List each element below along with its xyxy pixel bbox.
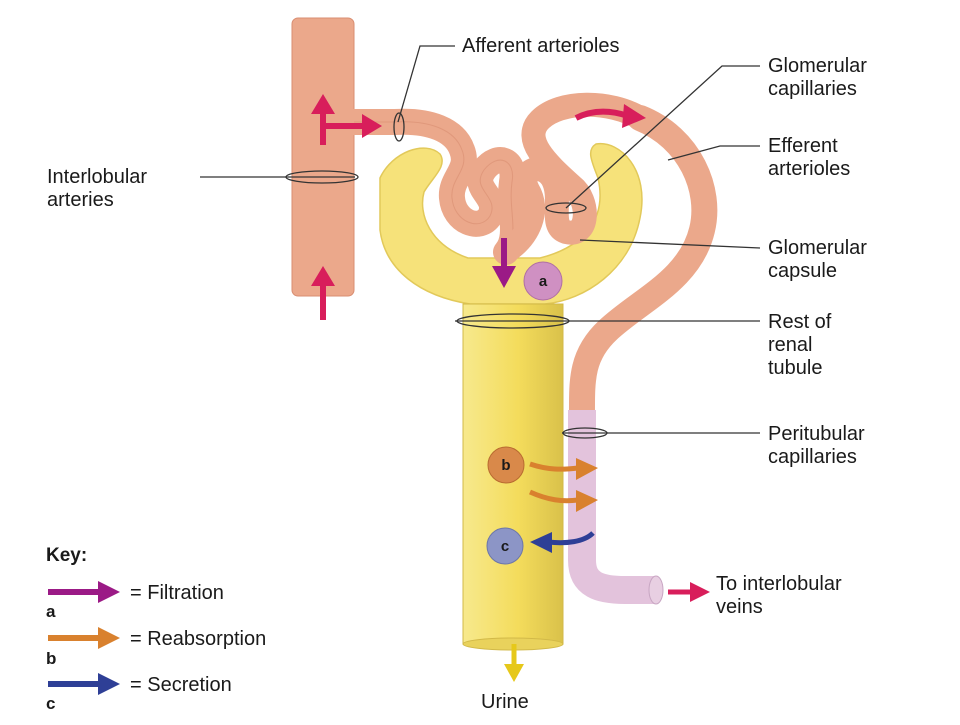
label-afferent-arterioles: Afferent arterioles <box>462 35 620 57</box>
blood-flow-arrows <box>311 94 710 602</box>
peritubular-capillary <box>568 410 655 604</box>
label-glomerular-capillaries-1: Glomerular <box>768 55 867 77</box>
interlobular-artery <box>291 17 355 297</box>
key-title: Key: <box>46 545 87 566</box>
label-interlobular-arteries-2: arteries <box>47 189 114 211</box>
svg-text:a: a <box>46 602 56 621</box>
key-legend: Key: = Filtration a = Reabsorption b = S… <box>46 545 266 713</box>
key-item-secretion: = Secretion c <box>46 673 232 713</box>
peritubular-end <box>648 575 664 605</box>
label-rest-of-renal-tubule-1: Rest of <box>768 311 832 333</box>
label-urine: Urine <box>481 691 529 713</box>
svg-text:= Secretion: = Secretion <box>130 674 232 696</box>
key-item-reabsorption: = Reabsorption b <box>46 627 266 668</box>
filtration-arrow <box>492 238 516 288</box>
label-interlobular-arteries-1: Interlobular <box>47 166 147 188</box>
leader-lines <box>200 45 761 439</box>
glomerular-capillaries <box>494 92 652 264</box>
svg-text:b: b <box>46 649 56 668</box>
badge-b: b <box>487 446 525 484</box>
label-peritubular-capillaries-2: capillaries <box>768 446 857 468</box>
efferent-arteriole <box>568 105 718 433</box>
label-glomerular-capsule-2: capsule <box>768 260 837 282</box>
label-to-interlobular-veins-2: veins <box>716 596 763 618</box>
label-glomerular-capsule-1: Glomerular <box>768 237 867 259</box>
secretion-arrow <box>530 531 595 553</box>
svg-text:= Reabsorption: = Reabsorption <box>130 628 266 650</box>
label-glomerular-capillaries-2: capillaries <box>768 78 857 100</box>
afferent-arteriole <box>341 108 526 265</box>
label-efferent-arterioles-1: Efferent <box>768 135 838 157</box>
svg-text:= Filtration: = Filtration <box>130 582 224 604</box>
label-efferent-arterioles-2: arterioles <box>768 158 850 180</box>
svg-text:a: a <box>539 273 548 290</box>
svg-text:c: c <box>46 694 55 713</box>
reabsorption-arrows <box>528 458 598 512</box>
label-peritubular-capillaries-1: Peritubular <box>768 423 865 445</box>
svg-text:b: b <box>501 457 510 474</box>
badge-a: a <box>523 261 563 301</box>
svg-text:c: c <box>501 538 509 555</box>
badge-c: c <box>486 527 524 565</box>
label-rest-of-renal-tubule-3: tubule <box>768 357 823 379</box>
urine-arrow <box>504 644 524 682</box>
key-item-filtration: = Filtration a <box>46 581 224 621</box>
label-rest-of-renal-tubule-2: renal <box>768 334 812 356</box>
label-to-interlobular-veins-1: To interlobular <box>716 573 842 595</box>
